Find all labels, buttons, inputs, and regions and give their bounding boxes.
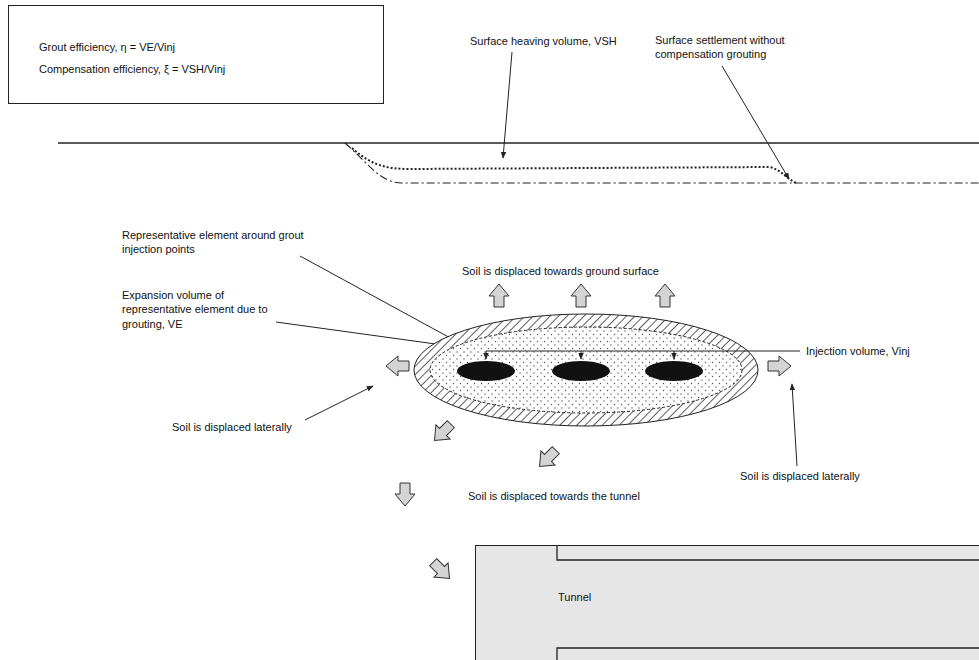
block-arrow [427, 417, 457, 447]
movement-label: Soil is displaced towards the tunnel [468, 489, 640, 503]
leader-line [503, 52, 512, 158]
block-arrow [386, 356, 409, 376]
block-arrow [426, 555, 456, 585]
block-arrow [768, 356, 791, 376]
callout-label: Expansion volume of representative eleme… [122, 288, 274, 331]
grout-bulb [552, 361, 610, 381]
callout-label: Injection volume, Vinj [806, 344, 910, 358]
settlement-curve [345, 143, 979, 183]
grout-bulb [457, 361, 515, 381]
leader-line [305, 386, 373, 420]
block-arrow [655, 284, 675, 307]
leader-line [486, 351, 800, 352]
block-arrow [532, 443, 562, 473]
movement-label: Soil is displaced towards ground surface [462, 264, 659, 278]
expansion-zone [414, 314, 758, 426]
movement-label: Soil is displaced laterally [172, 420, 292, 434]
tunnel-label: Tunnel [558, 590, 979, 604]
lining-line [557, 648, 979, 660]
block-arrow [395, 483, 415, 506]
formula-text: Grout efficiency, η = VE/Vinj [39, 40, 383, 54]
grout-bulb [645, 361, 703, 381]
callout-label: Representative element around grout inje… [122, 228, 317, 257]
movement-label: Soil is displaced laterally [740, 469, 860, 483]
block-arrow [489, 284, 509, 307]
tunnel-lining [476, 546, 979, 660]
representative-element [430, 327, 742, 413]
leader-line [581, 351, 582, 359]
block-arrow [571, 284, 591, 307]
callout-label: Surface heaving volume, VSH [470, 34, 617, 48]
leader-line [674, 351, 675, 359]
leader-line [276, 322, 450, 346]
leader-line [722, 66, 789, 179]
lining-line [557, 546, 979, 560]
formula-box: Grout efficiency, η = VE/VinjCompensatio… [8, 5, 384, 104]
heave-curve [352, 148, 796, 183]
leader-line [792, 384, 797, 466]
leader-line [486, 351, 487, 359]
callout-label: Surface settlement without compensation … [655, 33, 830, 62]
tunnel-shape: Tunnel [475, 545, 979, 660]
formula-text: Compensation efficiency, ξ = VSH/Vinj [39, 62, 383, 76]
ground-line [58, 142, 979, 143]
